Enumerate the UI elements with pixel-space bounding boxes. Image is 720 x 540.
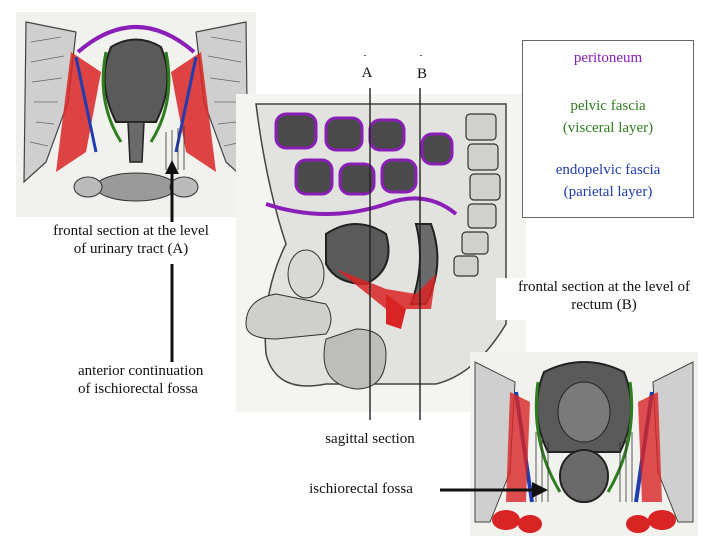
legend-pelvic-fascia: pelvic fascia [570,98,646,114]
peritoneum-arc [76,25,196,54]
label-anterior-continuation: anterior continuation of ischiorectal fo… [74,362,236,404]
peritoneum-line [265,196,458,216]
arrow-to-ischiorectal-fossa [440,482,548,498]
label-ischiorectal-fossa: ischiorectal fossa [294,480,428,498]
section-marker-a: A [356,64,378,82]
label-frontal-section-b-line1: frontal section at the level of [517,279,691,295]
label-frontal-section-a: frontal section at the level of urinary … [30,222,232,264]
legend-endopelvic-fascia: endopelvic fascia [555,162,661,178]
label-sagittal-section: sagittal section [314,430,426,448]
arrow-to-fossa-a [165,160,179,365]
label-frontal-section-b-line2: rectum (B) [571,297,637,313]
section-marker-b: B [412,65,432,83]
frontal-section-b-illustration [470,352,698,536]
label-frontal-section-b: frontal section at the level of rectum (… [496,278,712,320]
label-anterior-continuation-line2: of ischiorectal fossa [78,381,198,397]
label-frontal-section-a-line1: frontal section at the level [53,223,209,239]
legend-peritoneum: peritoneum [573,50,643,66]
legend-pelvic-fascia-sub: (visceral layer) [562,120,654,136]
frontal-section-a-illustration [16,12,256,217]
label-anterior-continuation-line1: anterior continuation [78,363,204,379]
legend-endopelvic-fascia-sub: (parietal layer) [563,184,653,200]
legend-box: peritoneum pelvic fascia (visceral layer… [522,40,694,218]
label-frontal-section-a-line2: of urinary tract (A) [73,241,189,257]
